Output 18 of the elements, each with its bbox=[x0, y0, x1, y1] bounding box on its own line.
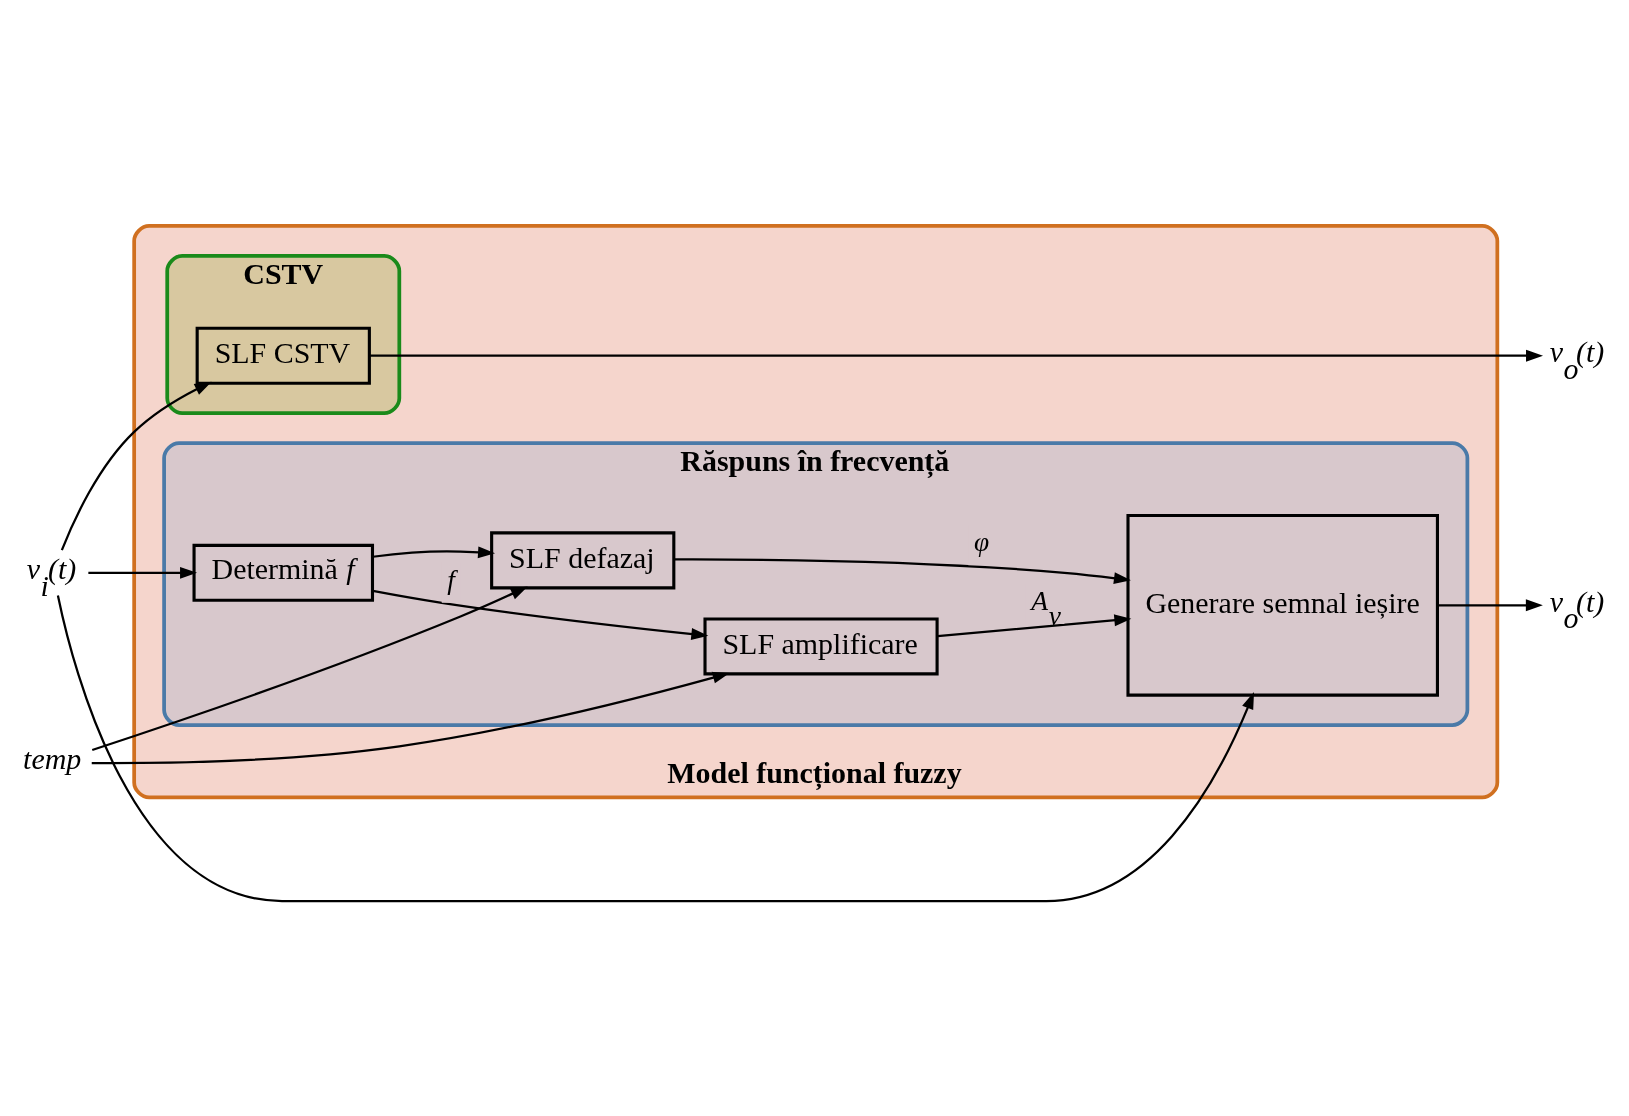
node-box: SLF amplificare bbox=[703, 616, 939, 675]
arrow bbox=[88, 566, 198, 579]
arrow bbox=[372, 589, 709, 640]
node-text: temp bbox=[23, 741, 82, 775]
arrow bbox=[369, 349, 1544, 362]
arrow bbox=[91, 586, 528, 751]
arrow bbox=[937, 613, 1132, 637]
node-box: Determină f bbox=[192, 543, 375, 602]
arrow bbox=[1437, 598, 1543, 611]
edge-label: φ bbox=[973, 526, 990, 557]
node-box: SLF defazaj bbox=[490, 530, 676, 589]
node-box: Generare semnal ieșire bbox=[1126, 513, 1439, 697]
arrow bbox=[56, 594, 1255, 902]
node-box: SLF CSTV bbox=[195, 326, 371, 385]
arrow bbox=[91, 671, 730, 764]
arrow bbox=[674, 557, 1131, 584]
arrow bbox=[372, 545, 496, 558]
arrow bbox=[60, 381, 212, 551]
